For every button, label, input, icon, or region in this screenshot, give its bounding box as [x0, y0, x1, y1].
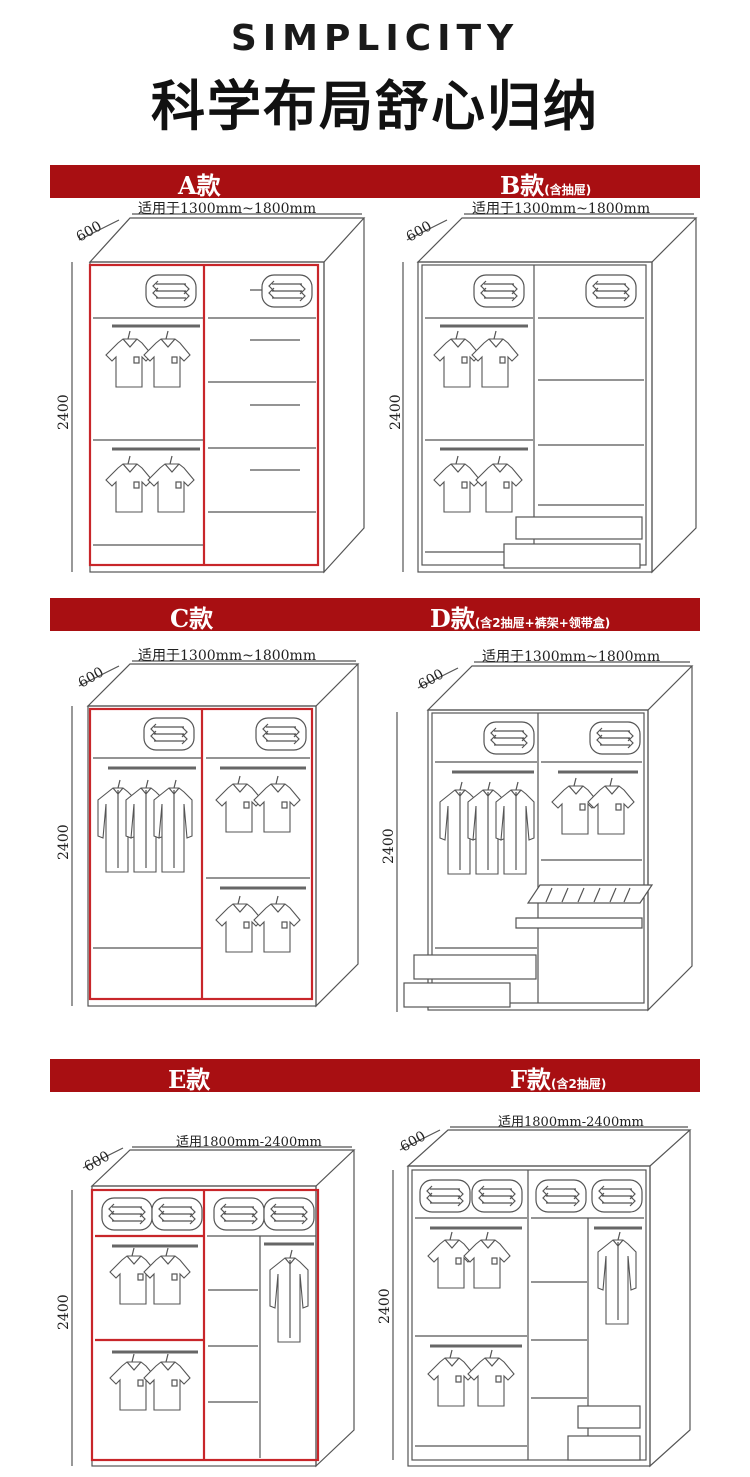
title-e: E款	[168, 1065, 211, 1094]
wardrobe-a: 600 适用于1300mm~1800mm 2400	[56, 201, 366, 574]
depth-a: 600	[74, 218, 105, 245]
title-c: C款	[170, 604, 214, 633]
height-d: 2400	[381, 828, 397, 864]
wardrobe-c: 600 适用于1300mm~1800mm 2400	[56, 648, 360, 1008]
wardrobe-e: 600 适用1800mm-2400mm 2400	[56, 1135, 356, 1468]
width-d: 适用于1300mm~1800mm	[482, 649, 660, 665]
height-c: 2400	[56, 824, 72, 860]
height-a: 2400	[56, 394, 72, 430]
title-f: F款(含2抽屉)	[510, 1065, 607, 1094]
width-b: 适用于1300mm~1800mm	[472, 201, 650, 217]
width-a: 适用于1300mm~1800mm	[138, 201, 316, 217]
depth-c: 600	[76, 664, 107, 691]
slogan: 科学布局舒心归纳	[151, 75, 599, 138]
depth-b: 600	[404, 218, 435, 245]
height-f: 2400	[377, 1288, 393, 1324]
title-d: D款(含2抽屉+裤架+领带盒)	[430, 604, 611, 633]
wardrobe-b: 600 适用于1300mm~1800mm 2400	[388, 201, 698, 574]
banner-row-2: C款 D款(含2抽屉+裤架+领带盒)	[50, 598, 700, 633]
banner-row-1: A款 B款(含抽屉)	[50, 165, 700, 200]
width-c: 适用于1300mm~1800mm	[138, 648, 316, 664]
title-a: A款	[178, 171, 221, 200]
height-b: 2400	[388, 394, 404, 430]
depth-d: 600	[416, 666, 447, 693]
width-f: 适用1800mm-2400mm	[498, 1115, 644, 1130]
height-e: 2400	[56, 1294, 72, 1330]
banner-row-3: E款 F款(含2抽屉)	[50, 1059, 700, 1094]
width-e: 适用1800mm-2400mm	[176, 1135, 322, 1150]
brand-title: SIMPLICITY	[230, 18, 520, 59]
wardrobe-d: 600 适用于1300mm~1800mm 2400	[381, 649, 694, 1012]
title-b: B款(含抽屉)	[500, 171, 592, 200]
wardrobe-f: 600 适用1800mm-2400mm 2400	[377, 1115, 692, 1468]
